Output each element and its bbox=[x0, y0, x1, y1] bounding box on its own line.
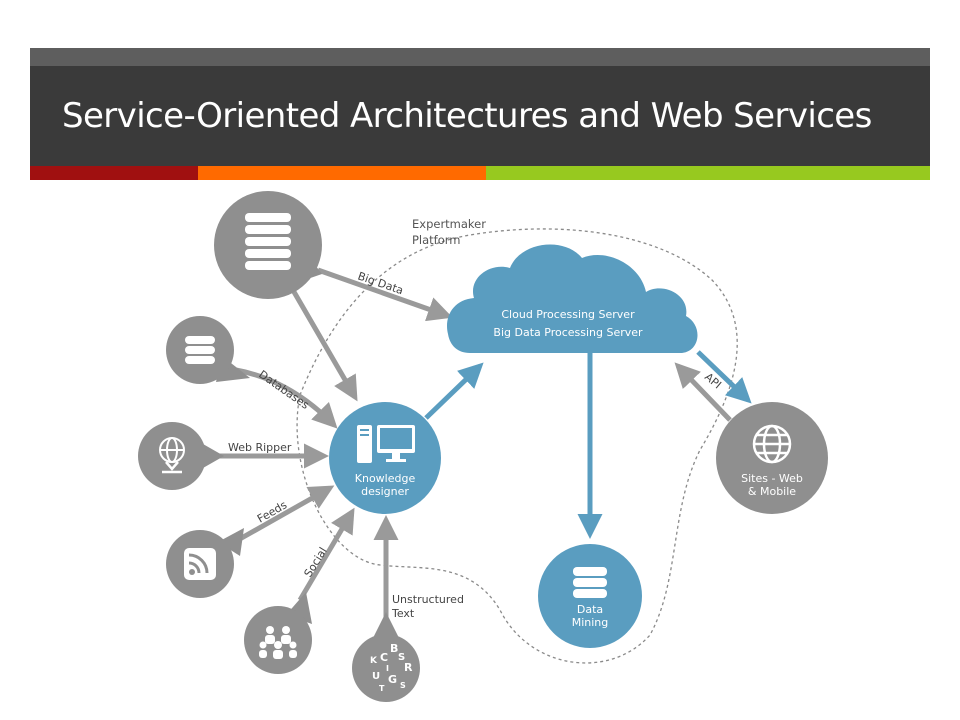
title-bar: Service-Oriented Architectures and Web S… bbox=[30, 66, 930, 166]
letter-glyph: T bbox=[379, 684, 385, 693]
computer-icon bbox=[357, 425, 415, 463]
accent-bar-orange bbox=[198, 166, 486, 180]
database-icon bbox=[573, 567, 607, 598]
edge-databases bbox=[235, 367, 338, 429]
edge-feeds bbox=[236, 485, 335, 543]
edge-big-data bbox=[317, 267, 453, 322]
platform-label-line2: Platform bbox=[412, 233, 461, 247]
cloud-processing-node: Cloud Processing Server Big Data Process… bbox=[447, 244, 698, 353]
accent-bar-red bbox=[30, 166, 198, 180]
edge-knowledge-to-cloud bbox=[424, 362, 484, 420]
letter-glyph: K bbox=[370, 656, 378, 666]
data-mining-label-line2: Mining bbox=[572, 616, 609, 629]
social-circle bbox=[244, 606, 312, 674]
edge-cloud-to-sites bbox=[696, 350, 752, 404]
knowledge-designer-label-line1: Knowledge bbox=[355, 472, 416, 485]
web-ripper-source-node bbox=[138, 422, 224, 490]
big-database-icon bbox=[245, 213, 291, 270]
big-data-source-node bbox=[214, 191, 322, 299]
unstructured-pin bbox=[372, 612, 400, 640]
edge-big-data-to-knowledge bbox=[287, 283, 358, 402]
edge-label-web-ripper: Web Ripper bbox=[228, 441, 292, 454]
cloud-label-line2: Big Data Processing Server bbox=[493, 326, 643, 339]
edge-sites-to-cloud bbox=[674, 362, 732, 422]
letter-glyph: C bbox=[380, 651, 388, 664]
edge-label-unstructured-line1: Unstructured bbox=[392, 593, 464, 606]
knowledge-designer-node: Knowledge designer bbox=[329, 402, 441, 514]
sites-circle bbox=[716, 402, 828, 514]
sites-label-line1: Sites - Web bbox=[741, 472, 803, 485]
letter-glyph: I bbox=[386, 664, 389, 673]
knowledge-designer-label-line2: designer bbox=[361, 485, 409, 498]
accent-bar-green bbox=[486, 166, 930, 180]
cloud-shape bbox=[447, 244, 698, 353]
letter-glyph: B bbox=[390, 642, 398, 655]
cloud-label-line1: Cloud Processing Server bbox=[501, 308, 635, 321]
edge-label-databases: Databases bbox=[256, 368, 311, 412]
people-icon bbox=[259, 626, 297, 659]
rss-icon bbox=[184, 548, 216, 580]
slide-title: Service-Oriented Architectures and Web S… bbox=[62, 96, 872, 136]
title-top-strip bbox=[30, 48, 930, 66]
edge-social bbox=[297, 507, 355, 602]
edge-label-unstructured-line2: Text bbox=[391, 607, 415, 620]
data-mining-node: Data Mining bbox=[538, 544, 642, 648]
letter-glyph: G bbox=[388, 673, 397, 686]
letter-glyph: S bbox=[400, 681, 406, 690]
globe-icon bbox=[752, 424, 792, 464]
globe-download-icon bbox=[159, 437, 185, 474]
sites-web-mobile-node: Sites - Web & Mobile bbox=[716, 402, 828, 514]
social-source-node bbox=[244, 592, 312, 674]
web-ripper-circle bbox=[138, 422, 206, 490]
data-mining-label-line1: Data bbox=[577, 603, 603, 616]
letter-glyph: S bbox=[398, 652, 405, 663]
small-database-icon bbox=[185, 336, 215, 364]
databases-source-node bbox=[166, 316, 250, 384]
unstructured-circle bbox=[352, 634, 420, 702]
feeds-pin bbox=[218, 528, 244, 556]
letter-glyph: U bbox=[372, 671, 380, 682]
platform-label-line1: Expertmaker bbox=[412, 217, 486, 231]
unstructured-text-source-node: C B S R U G K S T I bbox=[352, 612, 420, 702]
scattered-letters-icon: C B S R U G K S T I bbox=[370, 642, 413, 693]
feeds-source-node bbox=[166, 528, 244, 598]
letter-glyph: R bbox=[404, 661, 413, 674]
sites-label-line2: & Mobile bbox=[748, 485, 796, 498]
edge-label-social: Social bbox=[302, 545, 330, 580]
